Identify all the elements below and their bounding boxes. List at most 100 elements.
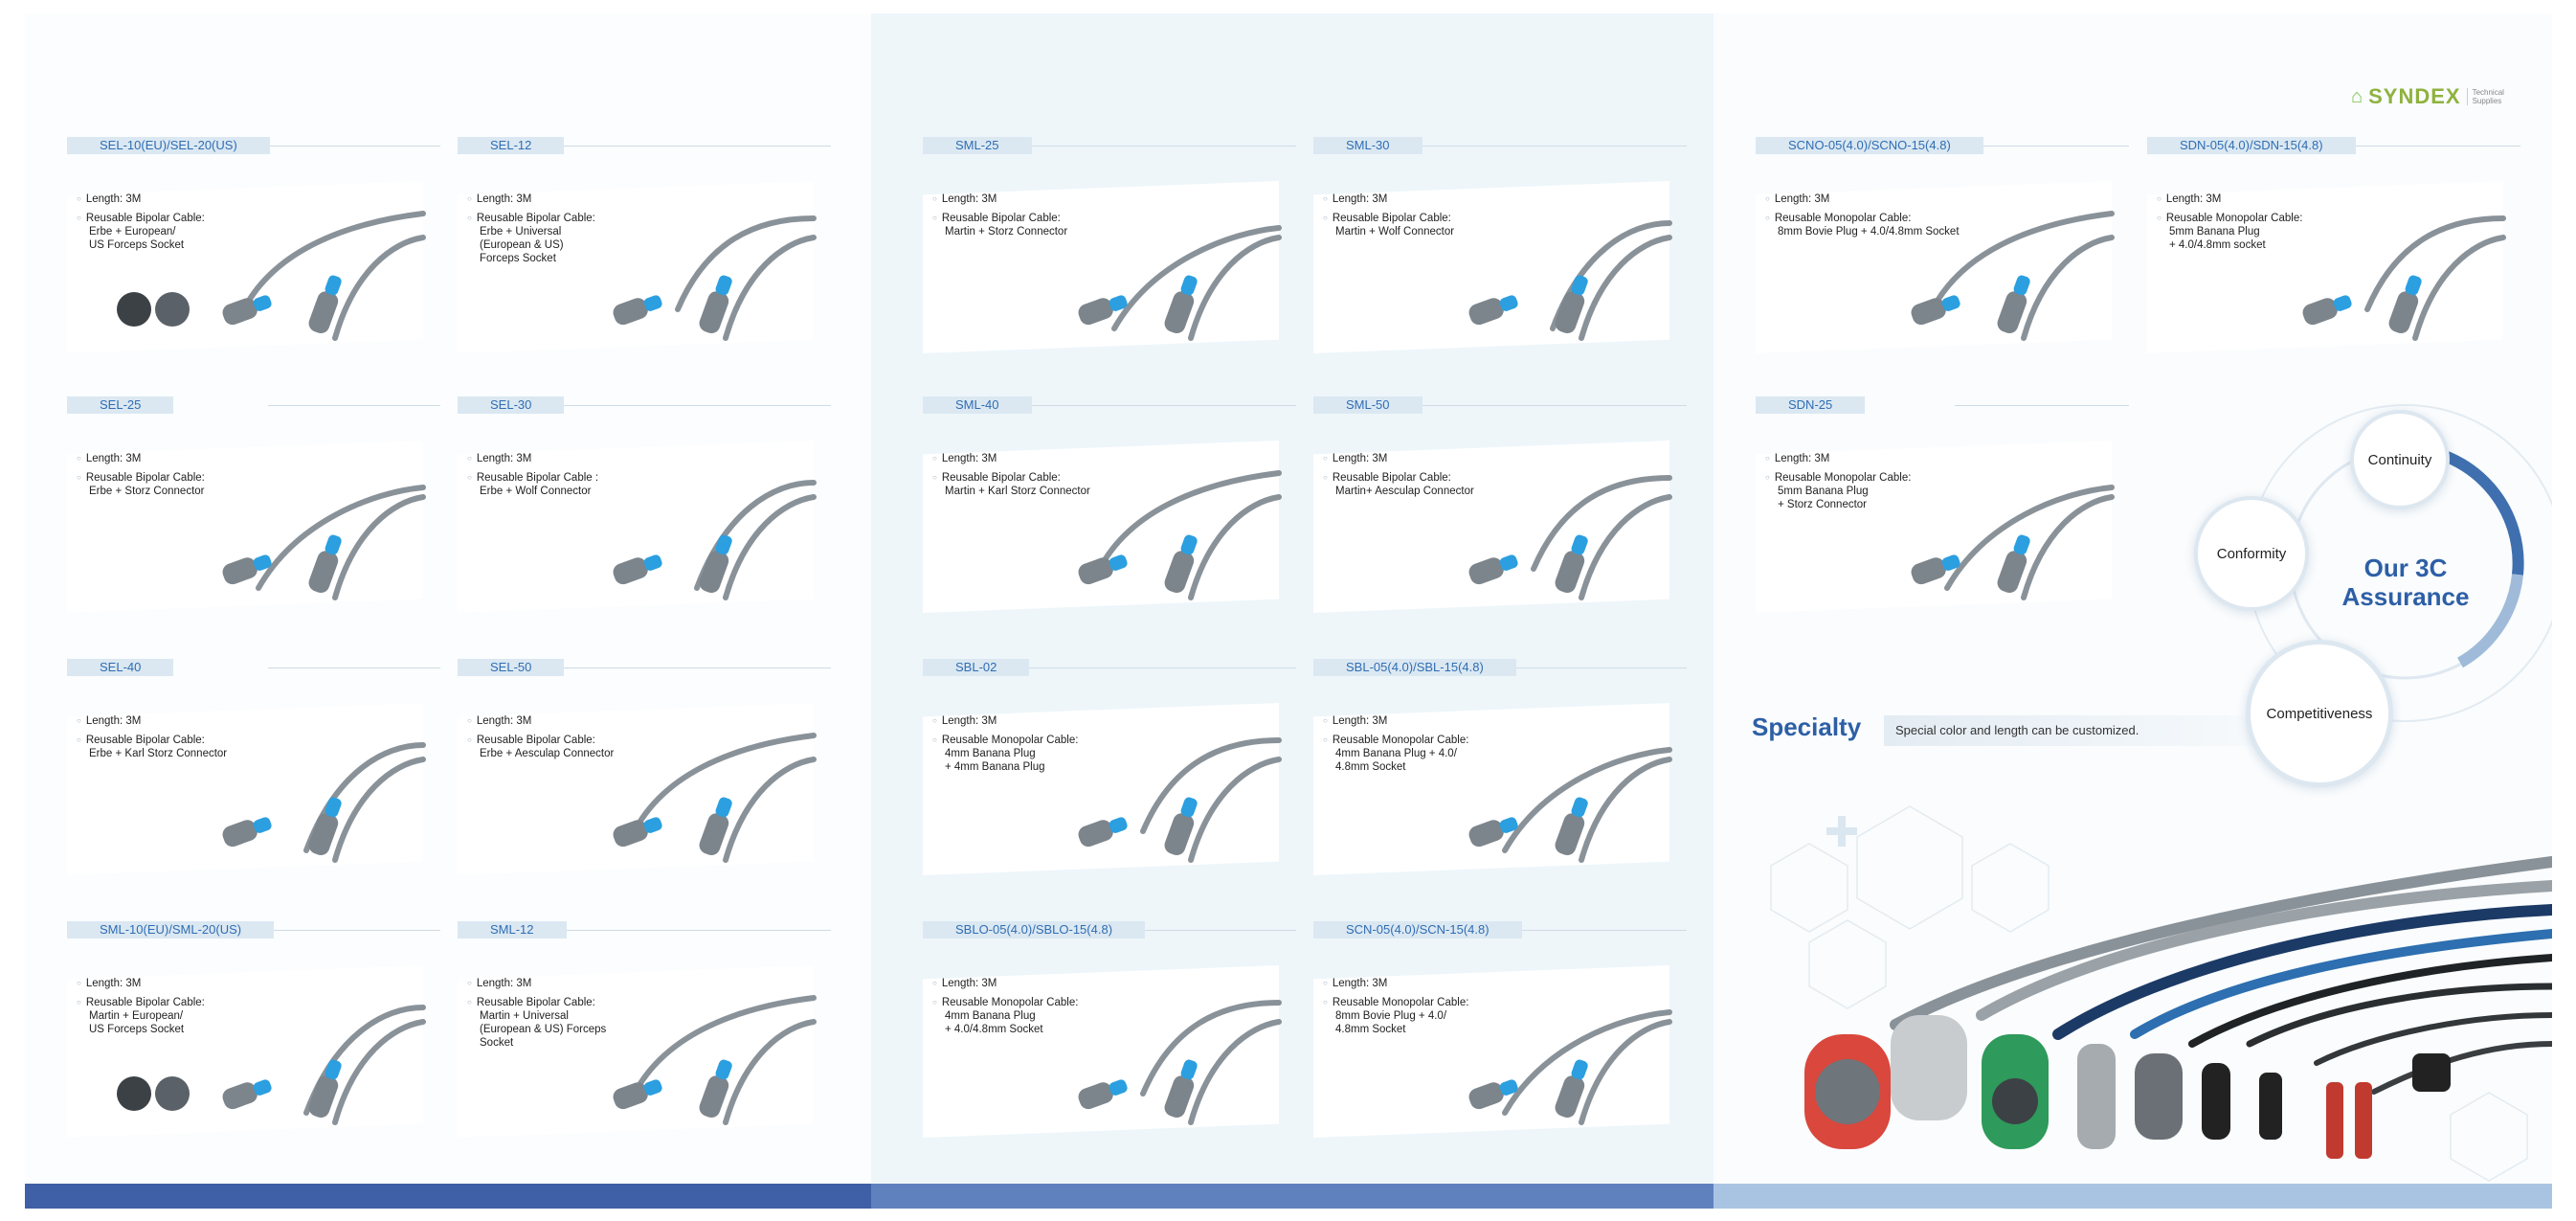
- product-length: Length: 3M: [932, 192, 997, 206]
- socket-face-icon: [117, 292, 190, 327]
- product-length: Length: 3M: [1765, 452, 1830, 465]
- cable-icon: [1078, 225, 1282, 341]
- header-rule: [1419, 667, 1687, 668]
- product-description: Reusable Bipolar Cable: Martin + Wolf Co…: [1323, 212, 1527, 238]
- header-rule: [1419, 405, 1687, 406]
- socket-face-icon: [117, 1076, 190, 1111]
- product-description: Reusable Bipolar Cable : Erbe + Wolf Con…: [467, 471, 671, 498]
- header-rule: [553, 930, 831, 931]
- product-code: SEL-30: [458, 396, 565, 414]
- product-code: SBL-02: [923, 659, 1030, 676]
- header-rule: [1028, 667, 1296, 668]
- product-photo-card: [1313, 441, 1669, 613]
- product-photo-card: [67, 703, 423, 875]
- product-code: SEL-12: [458, 137, 565, 154]
- product-photo-card: [2147, 181, 2503, 353]
- product-length: Length: 3M: [1323, 192, 1388, 206]
- header-rule: [1955, 405, 2129, 406]
- footer-bar-right: [1714, 1184, 2552, 1209]
- specialty-note: Special color and length can be customiz…: [1884, 715, 2278, 746]
- product-code: SML-50: [1313, 396, 1422, 414]
- product-photo-card: [1313, 703, 1669, 875]
- assurance-title: Our 3C Assurance: [2341, 554, 2470, 611]
- product-code: SDN-25: [1756, 396, 1866, 414]
- product-length: Length: 3M: [467, 977, 532, 990]
- cable-icon: [1078, 737, 1282, 863]
- cable-icon: [2302, 215, 2506, 341]
- product-card: SEL-40 Length: 3M Reusable Bipolar Cable…: [67, 659, 440, 917]
- product-code: SBL-05(4.0)/SBL-15(4.8): [1313, 659, 1516, 676]
- product-card: SML-12 Length: 3M Reusable Bipolar Cable…: [458, 921, 831, 1180]
- header-rule: [1955, 146, 2129, 147]
- product-code: SCNO-05(4.0)/SCNO-15(4.8): [1756, 137, 1983, 154]
- product-description: Reusable Bipolar Cable: Erbe + European/…: [77, 212, 280, 252]
- product-card: SML-10(EU)/SML-20(US) Length: 3M Reusabl…: [67, 921, 440, 1180]
- assurance-competitiveness: Competitiveness: [2246, 640, 2393, 787]
- product-card: SML-50 Length: 3M Reusable Bipolar Cable…: [1313, 396, 1687, 655]
- product-description: Reusable Monopolar Cable: 4mm Banana Plu…: [932, 734, 1136, 774]
- product-photo-card: [923, 441, 1279, 613]
- header-rule: [268, 146, 440, 147]
- product-card: SEL-12 Length: 3M Reusable Bipolar Cable…: [458, 137, 831, 396]
- product-length: Length: 3M: [77, 714, 142, 728]
- header-rule: [553, 146, 831, 147]
- header-rule: [553, 667, 831, 668]
- product-description: Reusable Bipolar Cable: Martin + Storz C…: [932, 212, 1136, 238]
- product-photo-card: [458, 441, 814, 613]
- product-code: SML-40: [923, 396, 1032, 414]
- product-card: SCN-05(4.0)/SCN-15(4.8) Length: 3M Reusa…: [1313, 921, 1687, 1180]
- product-card: SEL-50 Length: 3M Reusable Bipolar Cable…: [458, 659, 831, 917]
- product-description: Reusable Bipolar Cable: Martin + Europea…: [77, 996, 280, 1036]
- product-length: Length: 3M: [1323, 977, 1388, 990]
- cable-icon: [613, 480, 817, 600]
- product-description: Reusable Bipolar Cable: Martin+ Aesculap…: [1323, 471, 1527, 498]
- product-card: SDN-05(4.0)/SDN-15(4.8) Length: 3M Reusa…: [2147, 137, 2520, 396]
- product-length: Length: 3M: [932, 452, 997, 465]
- product-card: SBLO-05(4.0)/SBLO-15(4.8) Length: 3M Reu…: [923, 921, 1296, 1180]
- header-rule: [268, 930, 440, 931]
- product-code: SML-30: [1313, 137, 1422, 154]
- product-length: Length: 3M: [467, 452, 532, 465]
- product-card: SML-30 Length: 3M Reusable Bipolar Cable…: [1313, 137, 1687, 396]
- product-photo-card: [1756, 441, 2112, 613]
- product-length: Length: 3M: [1765, 192, 1830, 206]
- product-photo-card: [458, 703, 814, 875]
- cable-icon: [1911, 485, 2115, 600]
- cable-icon: [1911, 211, 2115, 341]
- product-photo-card: [67, 441, 423, 613]
- product-length: Length: 3M: [1323, 714, 1388, 728]
- assurance-continuity: Continuity: [2350, 410, 2450, 509]
- product-length: Length: 3M: [77, 452, 142, 465]
- footer-bar-left: [25, 1184, 871, 1209]
- product-card: SML-40 Length: 3M Reusable Bipolar Cable…: [923, 396, 1296, 655]
- product-length: Length: 3M: [932, 714, 997, 728]
- cable-assortment-image: [1804, 856, 2552, 1159]
- product-photo-card: [1313, 965, 1669, 1138]
- product-photo-card: [458, 965, 814, 1138]
- product-photo-card: [923, 181, 1279, 353]
- product-code: SDN-05(4.0)/SDN-15(4.8): [2147, 137, 2356, 154]
- product-description: Reusable Monopolar Cable: 8mm Bovie Plug…: [1323, 996, 1527, 1036]
- product-card: SBL-02 Length: 3M Reusable Monopolar Cab…: [923, 659, 1296, 917]
- product-card: SEL-25 Length: 3M Reusable Bipolar Cable…: [67, 396, 440, 655]
- cable-icon: [1468, 475, 1672, 600]
- header-rule: [553, 405, 831, 406]
- product-description: Reusable Monopolar Cable: 5mm Banana Plu…: [2157, 212, 2361, 252]
- header-rule: [268, 405, 440, 406]
- product-photo-card: [923, 965, 1279, 1138]
- product-photo-card: [1313, 181, 1669, 353]
- product-description: Reusable Bipolar Cable: Erbe + Universal…: [467, 212, 671, 265]
- product-code: SEL-40: [67, 659, 174, 676]
- header-rule: [268, 667, 440, 668]
- cable-icon: [1078, 470, 1282, 600]
- cable-icon: [1468, 747, 1672, 863]
- cable-icon: [222, 485, 426, 600]
- header-rule: [1419, 146, 1687, 147]
- product-length: Length: 3M: [77, 192, 142, 206]
- product-length: Length: 3M: [2157, 192, 2222, 206]
- cable-icon: [613, 215, 817, 341]
- product-length: Length: 3M: [467, 192, 532, 206]
- product-code: SML-25: [923, 137, 1032, 154]
- product-description: Reusable Bipolar Cable: Erbe + Karl Stor…: [77, 734, 280, 760]
- cable-icon: [117, 1005, 426, 1125]
